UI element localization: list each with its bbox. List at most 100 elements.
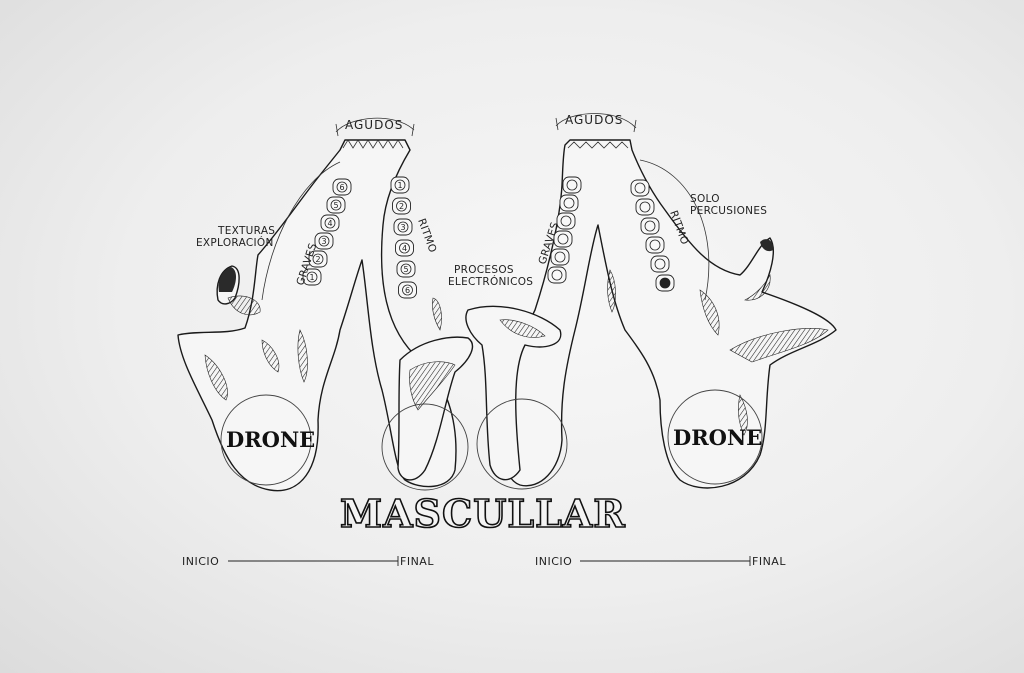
- right-hatch-1: [729, 328, 829, 363]
- tooth: [553, 230, 573, 248]
- tooth-marker: [554, 251, 566, 263]
- right-center-circle: [476, 398, 568, 490]
- right-hatch-5: [499, 319, 546, 338]
- right-agudos-arc: [555, 113, 637, 129]
- tooth: [550, 248, 570, 266]
- tooth: [635, 198, 655, 216]
- tooth: [562, 176, 582, 194]
- tooth: [390, 176, 410, 194]
- left-hatch-4: [297, 329, 308, 383]
- tooth-marker: [649, 239, 661, 251]
- tooth-marker: [396, 200, 407, 212]
- right-agudos-label: AGUDOS: [565, 113, 623, 127]
- tooth-number: 5: [333, 201, 338, 210]
- tooth-marker: [306, 271, 318, 283]
- tooth-marker: [659, 277, 671, 289]
- tooth: [326, 196, 346, 214]
- tooth: [393, 218, 413, 236]
- right-drone-label: DRONE: [673, 425, 762, 450]
- left-center-circle: [381, 403, 469, 491]
- tooth: [396, 260, 416, 278]
- right-solo-arc: [639, 159, 710, 301]
- tooth-number: 3: [400, 223, 405, 232]
- right-inner-ramus: [465, 305, 562, 481]
- right-hatch-2: [699, 289, 720, 336]
- tooth-number: 6: [405, 286, 410, 295]
- right-solo-label-2: PERCUSIONES: [690, 205, 767, 217]
- right-jaw-bone: [502, 139, 837, 489]
- left-drone-circle: [220, 394, 312, 486]
- tooth: [650, 255, 670, 273]
- timeline-right-end: FINAL: [752, 555, 786, 568]
- tooth-marker: [324, 217, 336, 229]
- tooth-number: 5: [403, 265, 408, 274]
- tooth: [320, 214, 340, 232]
- left-ritmo-label: RITMO: [415, 217, 438, 255]
- tooth: [332, 178, 352, 196]
- tooth-marker: [644, 220, 656, 232]
- tooth-marker: [394, 179, 406, 191]
- left-hatch-3: [261, 339, 280, 373]
- left-agudos-arc: [335, 117, 415, 133]
- tooth-marker: [336, 181, 348, 193]
- procesos-label-2: ELECTRÓNICOS: [448, 275, 533, 288]
- tooth-number: 2: [399, 202, 404, 211]
- tooth: [314, 232, 334, 250]
- tooth: [640, 217, 660, 235]
- left-texturas-arc: [261, 161, 341, 301]
- tooth: [392, 197, 411, 215]
- tooth-marker: [639, 201, 651, 213]
- left-hatch-1: [227, 295, 261, 316]
- right-hatch-4: [738, 394, 748, 436]
- left-hatch-6: [432, 297, 442, 331]
- tooth: [302, 268, 322, 286]
- right-hatch-3: [743, 273, 771, 301]
- timeline-left-start: INICIO: [182, 555, 219, 568]
- tooth: [547, 266, 567, 284]
- left-texturas-label-2: EXPLORACIÓN: [196, 236, 274, 249]
- tooth-number: 2: [315, 255, 320, 264]
- right-condyle-cap: [760, 239, 774, 252]
- tooth-number: 4: [402, 244, 407, 253]
- timeline-right-start: INICIO: [535, 555, 572, 568]
- tooth-marker: [634, 182, 646, 194]
- tooth: [395, 239, 414, 257]
- tooth-marker: [566, 179, 578, 191]
- tooth-number: 6: [339, 183, 344, 192]
- tooth: [645, 236, 665, 254]
- tooth-marker: [560, 215, 572, 227]
- tooth-marker: [557, 233, 569, 245]
- tooth-number: 1: [309, 273, 314, 282]
- diagram-title: MASCULLAR: [340, 491, 626, 536]
- tooth-marker: [330, 199, 342, 211]
- tooth-marker: [551, 269, 563, 281]
- right-hatch-6: [607, 269, 616, 313]
- left-hatch-5: [409, 361, 456, 411]
- right-drone-circle: [667, 389, 763, 485]
- left-agudos-label: AGUDOS: [345, 118, 403, 132]
- tooth-marker: [397, 221, 409, 233]
- tooth-marker: [654, 258, 666, 270]
- tooth: [630, 179, 650, 197]
- right-ritmo-teeth: [630, 179, 675, 292]
- right-solo-label-1: SOLO: [690, 193, 720, 205]
- tooth-marker: [400, 263, 412, 275]
- left-condyle-cap: [218, 267, 236, 292]
- tooth: [556, 212, 576, 230]
- tooth-number: 4: [327, 219, 332, 228]
- left-incisors: [342, 139, 404, 149]
- procesos-label-1: PROCESOS: [454, 264, 514, 276]
- tooth: [559, 194, 579, 212]
- left-hatch-2: [204, 354, 228, 401]
- right-incisors: [567, 141, 629, 149]
- left-drone-label: DRONE: [226, 427, 315, 452]
- tooth: [308, 250, 328, 268]
- tooth-marker: [563, 197, 575, 209]
- timeline-left-end: FINAL: [400, 555, 434, 568]
- right-jaw: [465, 113, 837, 490]
